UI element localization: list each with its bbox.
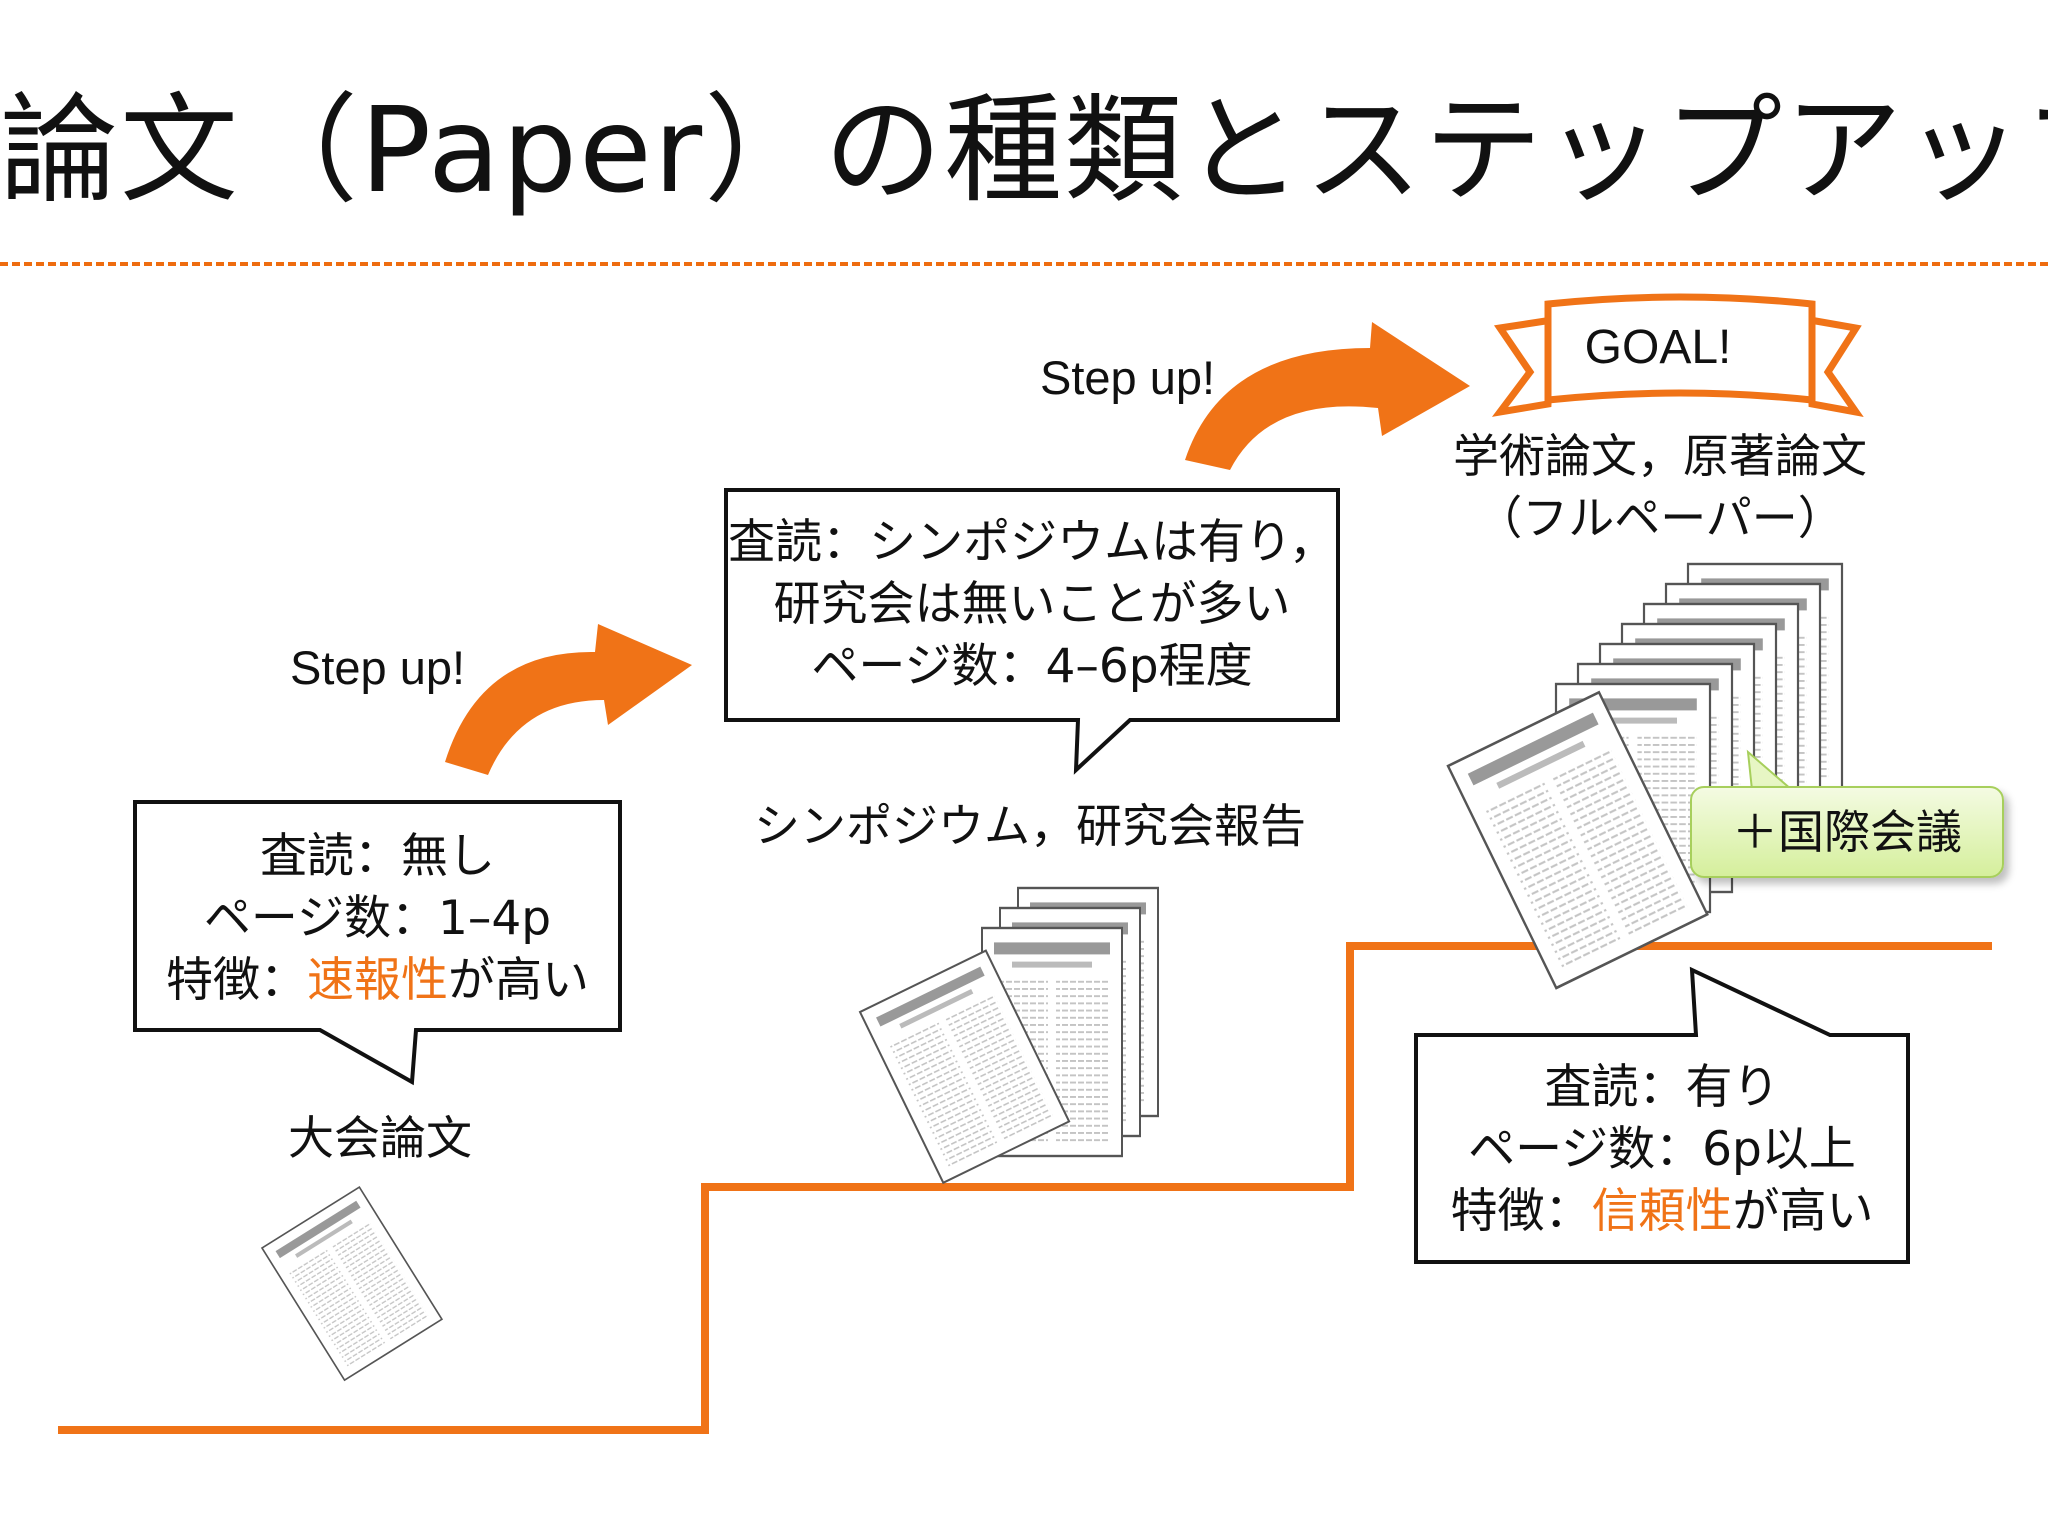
stage2-paper-stack-icon	[859, 886, 1160, 1184]
step-up-arrow-icon	[1185, 322, 1470, 470]
stage1-callout-text: 査読：無し ページ数：1–4p 特徴：速報性が高い	[135, 826, 620, 1012]
stage1-review: 査読：無し	[260, 829, 495, 884]
step-up-label: Step up!	[290, 641, 466, 694]
staircase-line	[58, 942, 1992, 1434]
stage1-callout-box	[133, 800, 622, 1086]
stage2-review-cont: 研究会は無いことが多い	[773, 577, 1291, 632]
stage2-name: シンポジウム，研究会報告	[754, 799, 1306, 853]
stage3-callout-box	[1414, 966, 1910, 1264]
stage2-pages: ページ数：4–6p程度	[811, 639, 1253, 694]
stage1-name: 大会論文	[288, 1111, 472, 1165]
intl-conference-badge: ＋国際会議	[1690, 786, 2004, 878]
stage3-review: 査読：有り	[1544, 1060, 1780, 1115]
stage1-paper-icon	[261, 1186, 443, 1381]
goal-label: GOAL!	[1584, 321, 1732, 374]
stage3-feature-highlight: 信頼性	[1591, 1184, 1733, 1239]
stage3-name: 学術論文，原著論文	[1453, 429, 1867, 483]
step-up-arrow-icon	[445, 624, 692, 775]
stage3-paper-stack-icon	[1446, 562, 1844, 990]
stage3-pages: ページ数：6p以上	[1468, 1122, 1856, 1177]
goal-ribbon-icon	[1491, 293, 1864, 417]
step-up-label: Step up!	[1040, 351, 1216, 404]
stage1-feature: 特徴：速報性が高い	[166, 953, 589, 1008]
stage2-review: 査読：シンポジウムは有り，	[728, 515, 1336, 570]
stage2-callout-text: 査読：シンポジウムは有り， 研究会は無いことが多い ページ数：4–6p程度	[726, 512, 1338, 698]
stage1-feature-highlight: 速報性	[307, 953, 448, 1008]
stage3-callout-text: 査読：有り ページ数：6p以上 特徴：信頼性が高い	[1416, 1057, 1908, 1243]
stage3-feature: 特徴：信頼性が高い	[1450, 1184, 1874, 1239]
page-title: 論文（Paper）の種類とステップアップ	[0, 81, 2048, 219]
title-divider	[0, 262, 2048, 266]
stage3-name-sub: （フルペーパー）	[1476, 491, 1844, 545]
stage1-pages: ページ数：1–4p	[203, 891, 552, 946]
stage2-callout-box	[724, 488, 1340, 775]
